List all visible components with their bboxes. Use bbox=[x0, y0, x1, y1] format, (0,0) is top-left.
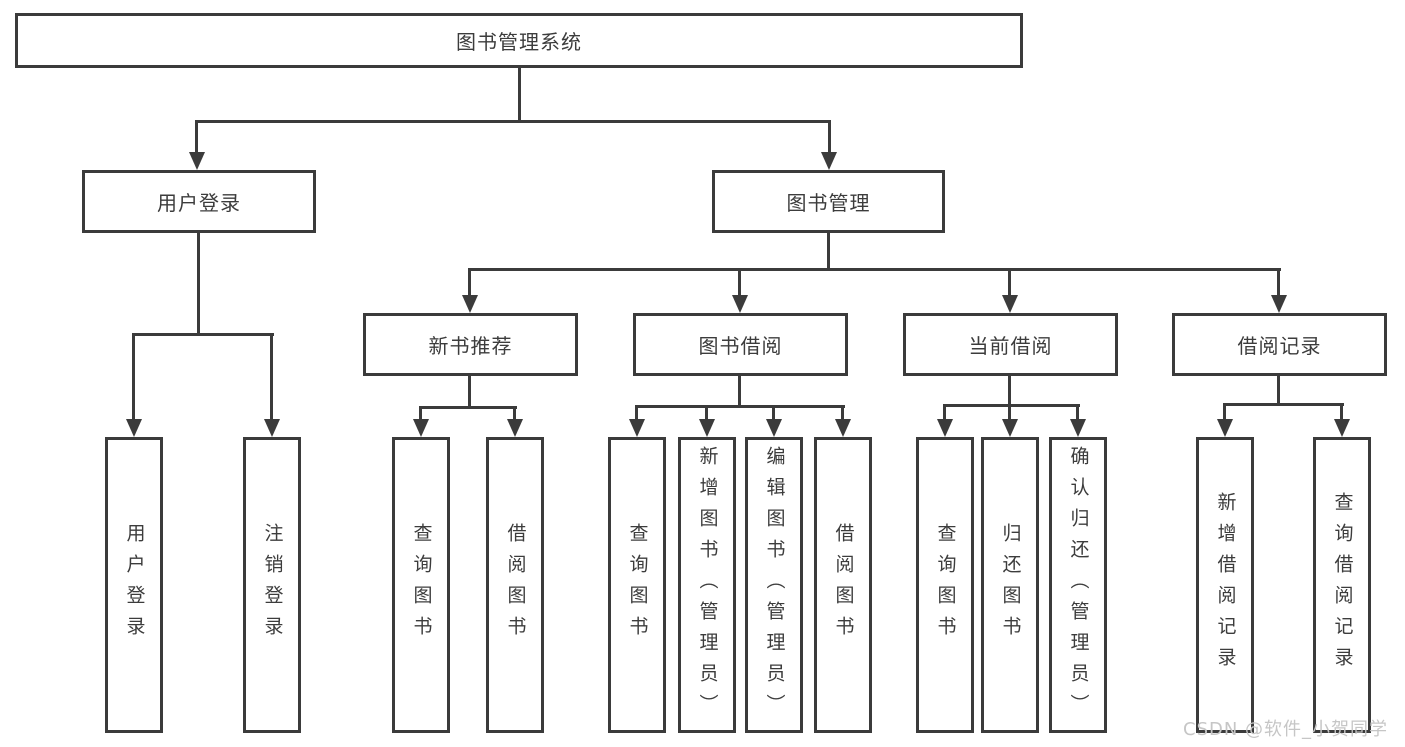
arrowhead-bb-borrow bbox=[835, 419, 851, 437]
leaf-bb-edit-books-admin: 编辑图书（管理员） bbox=[745, 437, 803, 733]
leaf-cb-query-books: 查询图书 bbox=[916, 437, 974, 733]
arrowhead-bb-query bbox=[629, 419, 645, 437]
connector-userlogin-bar bbox=[132, 333, 274, 336]
connector-userlogin-stub-left bbox=[132, 333, 135, 421]
arrowhead-br-add bbox=[1217, 419, 1233, 437]
connector-bookmgmt-stub-4 bbox=[1277, 268, 1280, 300]
arrowhead-cb-query bbox=[937, 419, 953, 437]
connector-userlogin-stem bbox=[197, 233, 200, 336]
connector-br-stub-2 bbox=[1340, 403, 1343, 421]
leaf-rec-query-books-label: 查询图书 bbox=[410, 523, 433, 647]
arrowhead-new-book-rec bbox=[462, 295, 478, 313]
arrowhead-borrow-record bbox=[1271, 295, 1287, 313]
connector-cb-stem bbox=[1008, 376, 1011, 407]
node-root: 图书管理系统 bbox=[15, 13, 1023, 68]
leaf-bb-add-books-admin-label: 新增图书（管理员） bbox=[696, 445, 719, 725]
arrowhead-book-borrow bbox=[732, 295, 748, 313]
leaf-br-add-record-label: 新增借阅记录 bbox=[1214, 492, 1237, 678]
leaf-rec-query-books: 查询图书 bbox=[392, 437, 450, 733]
leaf-cb-return-books: 归还图书 bbox=[981, 437, 1039, 733]
connector-root-stub-right bbox=[828, 120, 831, 154]
arrowhead-book-mgmt bbox=[821, 152, 837, 170]
node-current-borrow: 当前借阅 bbox=[903, 313, 1118, 376]
arrowhead-cb-confirm bbox=[1070, 419, 1086, 437]
connector-bb-stub-1 bbox=[635, 405, 638, 421]
arrowhead-cb-return bbox=[1002, 419, 1018, 437]
connector-bookmgmt-stem bbox=[827, 233, 830, 271]
connector-bookmgmt-stub-1 bbox=[468, 268, 471, 300]
connector-br-bar bbox=[1223, 403, 1344, 406]
leaf-rec-borrow-books-label: 借阅图书 bbox=[504, 523, 527, 647]
leaf-rec-borrow-books: 借阅图书 bbox=[486, 437, 544, 733]
node-root-label: 图书管理系统 bbox=[456, 30, 582, 54]
node-new-book-rec: 新书推荐 bbox=[363, 313, 578, 376]
node-book-mgmt: 图书管理 bbox=[712, 170, 945, 233]
connector-bb-stub-2 bbox=[705, 405, 708, 421]
leaf-cb-return-books-label: 归还图书 bbox=[999, 523, 1022, 647]
connector-cb-stub-2 bbox=[1008, 404, 1011, 421]
node-new-book-rec-label: 新书推荐 bbox=[428, 334, 513, 358]
leaf-cb-query-books-label: 查询图书 bbox=[934, 523, 957, 647]
connector-root-bar bbox=[195, 120, 831, 123]
node-borrow-record-label: 借阅记录 bbox=[1237, 334, 1322, 358]
node-user-login: 用户登录 bbox=[82, 170, 316, 233]
csdn-watermark: CSDN @软件_小贺同学 bbox=[1183, 719, 1389, 740]
node-borrow-record: 借阅记录 bbox=[1172, 313, 1387, 376]
connector-br-stem bbox=[1277, 376, 1280, 406]
connector-rec-stem bbox=[468, 376, 471, 409]
leaf-user-login-label: 用户登录 bbox=[123, 523, 146, 647]
leaf-bb-add-books-admin: 新增图书（管理员） bbox=[678, 437, 736, 733]
connector-bookmgmt-stub-2 bbox=[738, 268, 741, 300]
connector-bb-bar bbox=[635, 405, 845, 408]
leaf-cb-confirm-return-admin: 确认归还（管理员） bbox=[1049, 437, 1107, 733]
connector-root-stub-left bbox=[195, 120, 198, 154]
node-book-mgmt-label: 图书管理 bbox=[786, 191, 871, 215]
leaf-bb-borrow-books: 借阅图书 bbox=[814, 437, 872, 733]
connector-bookmgmt-stub-3 bbox=[1008, 268, 1011, 300]
connector-cb-stub-1 bbox=[943, 404, 946, 421]
leaf-logout-label: 注销登录 bbox=[261, 523, 284, 647]
connector-bb-stub-4 bbox=[841, 405, 844, 421]
arrowhead-rec-query bbox=[413, 419, 429, 437]
node-current-borrow-label: 当前借阅 bbox=[968, 334, 1053, 358]
node-book-borrow: 图书借阅 bbox=[633, 313, 848, 376]
connector-cb-bar bbox=[943, 404, 1080, 407]
node-user-login-label: 用户登录 bbox=[157, 191, 241, 215]
connector-bb-stem bbox=[738, 376, 741, 408]
arrowhead-user-login bbox=[189, 152, 205, 170]
arrowhead-leaf-logout bbox=[264, 419, 280, 437]
connector-root-stem bbox=[518, 68, 521, 122]
connector-bookmgmt-bar bbox=[468, 268, 1281, 271]
arrowhead-bb-edit bbox=[766, 419, 782, 437]
leaf-br-add-record: 新增借阅记录 bbox=[1196, 437, 1254, 733]
arrowhead-rec-borrow bbox=[507, 419, 523, 437]
leaf-br-query-record-label: 查询借阅记录 bbox=[1331, 492, 1354, 678]
leaf-bb-query-books: 查询图书 bbox=[608, 437, 666, 733]
arrowhead-bb-add bbox=[699, 419, 715, 437]
leaf-logout: 注销登录 bbox=[243, 437, 301, 733]
connector-rec-bar bbox=[419, 406, 517, 409]
connector-br-stub-1 bbox=[1223, 403, 1226, 421]
node-book-borrow-label: 图书借阅 bbox=[698, 334, 783, 358]
leaf-user-login: 用户登录 bbox=[105, 437, 163, 733]
connector-rec-stub-1 bbox=[419, 406, 422, 421]
arrowhead-br-query bbox=[1334, 419, 1350, 437]
leaf-bb-edit-books-admin-label: 编辑图书（管理员） bbox=[763, 445, 786, 725]
connector-rec-stub-2 bbox=[513, 406, 516, 421]
connector-cb-stub-3 bbox=[1076, 404, 1079, 421]
leaf-bb-query-books-label: 查询图书 bbox=[626, 523, 649, 647]
leaf-bb-borrow-books-label: 借阅图书 bbox=[832, 523, 855, 647]
leaf-br-query-record: 查询借阅记录 bbox=[1313, 437, 1371, 733]
connector-userlogin-stub-right bbox=[270, 333, 273, 421]
leaf-cb-confirm-return-admin-label: 确认归还（管理员） bbox=[1067, 445, 1090, 725]
connector-bb-stub-3 bbox=[772, 405, 775, 421]
arrowhead-leaf-user-login bbox=[126, 419, 142, 437]
arrowhead-current-borrow bbox=[1002, 295, 1018, 313]
